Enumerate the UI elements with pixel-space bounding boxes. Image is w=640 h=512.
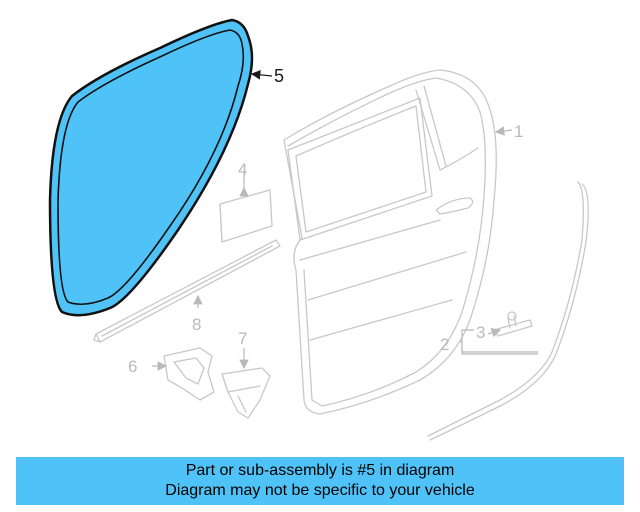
part-7-bracket[interactable] bbox=[221, 367, 271, 419]
callout-3: 3 bbox=[476, 323, 485, 342]
callout-8: 8 bbox=[192, 315, 201, 334]
caption-line-2: Diagram may not be specific to your vehi… bbox=[165, 482, 475, 499]
part-8-belt-molding[interactable] bbox=[93, 239, 281, 343]
parts-diagram: 5 1 4 8 6 7 2 3 bbox=[48, 18, 589, 441]
callout-7: 7 bbox=[238, 329, 247, 348]
caption-banner: Part or sub-assembly is #5 in diagram Di… bbox=[16, 457, 624, 505]
part-4-pad[interactable] bbox=[219, 189, 273, 243]
part-6-bracket[interactable] bbox=[163, 347, 215, 401]
callout-2: 2 bbox=[440, 335, 449, 354]
callout-5: 5 bbox=[274, 66, 284, 86]
part-5-weatherstrip[interactable] bbox=[48, 18, 254, 317]
part-2-edge-molding[interactable] bbox=[427, 181, 589, 441]
callout-6: 6 bbox=[128, 357, 137, 376]
caption-line-1: Part or sub-assembly is #5 in diagram bbox=[185, 462, 455, 479]
part-3-clip[interactable] bbox=[493, 311, 533, 337]
callout-1: 1 bbox=[514, 122, 523, 141]
part-1-door[interactable] bbox=[283, 69, 497, 415]
callout-4: 4 bbox=[238, 160, 247, 179]
